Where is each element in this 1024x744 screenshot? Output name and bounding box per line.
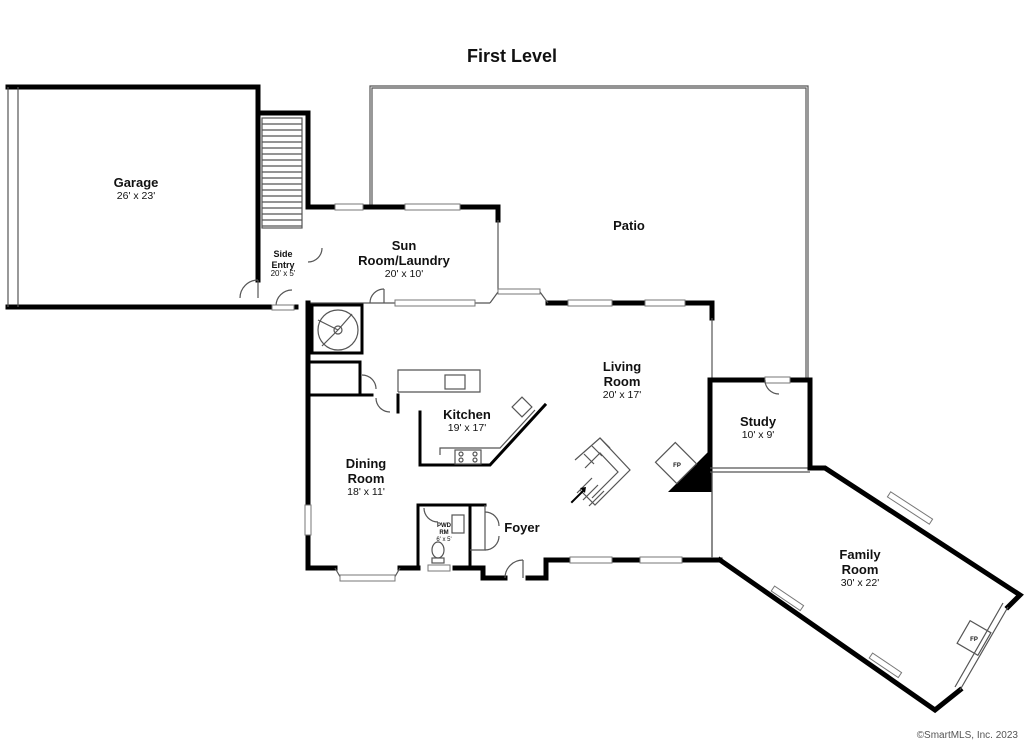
side-entry-doors [239,247,323,311]
kitchen-name: Kitchen [443,407,491,422]
powder-room-name-2: RM [439,530,448,536]
side-entry-name-1: Side [273,249,292,259]
foyer-closet [468,503,524,579]
interior-walls [310,360,400,414]
sun-room [305,203,501,307]
foyer-name: Foyer [504,520,539,535]
family-room [711,465,1024,714]
dining-room-dims: 18' x 11' [347,486,385,498]
kitchen-dims: 19' x 17' [448,422,486,434]
living-fireplace [654,441,712,492]
living-fireplace-label: FP [673,463,681,469]
family-room-name-2: Room [842,562,879,577]
dining-room-name-2: Room [348,471,385,486]
dining-room-name-1: Dining [346,456,386,471]
side-entry-dims: 20' x 5' [271,269,296,278]
living-room-dims: 20' x 17' [603,389,641,401]
kitchen-counters [397,369,548,467]
side-entry-name-2: Entry [271,260,294,270]
spiral-stair [310,303,364,355]
garage-dims: 26' x 23' [117,190,155,202]
powder-room-dims: 6' x 5' [436,537,451,543]
powder-room-name-1: PWD [437,523,452,529]
main-staircase [570,437,631,507]
sun-room-dims: 20' x 10' [385,268,423,280]
sun-room-name-2: Room/Laundry [358,253,450,268]
study-name: Study [740,414,777,429]
patio-outline [369,85,809,380]
family-room-dims: 30' x 22' [841,577,879,589]
living-room-name-2: Room [604,374,641,389]
family-fireplace-label: FP [970,637,978,643]
plan-title: First Level [466,46,558,66]
sun-room-name-1: Sun [392,238,417,253]
study-dims: 10' x 9' [742,429,775,441]
patio-name: Patio [613,218,645,233]
living-room-name-1: Living [603,359,641,374]
family-room-name-1: Family [839,547,881,562]
garage [5,84,311,310]
garage-stairs [261,117,303,229]
garage-name: Garage [114,175,159,190]
copyright-notice: ©SmartMLS, Inc. 2023 [916,730,1018,741]
study [707,376,813,475]
